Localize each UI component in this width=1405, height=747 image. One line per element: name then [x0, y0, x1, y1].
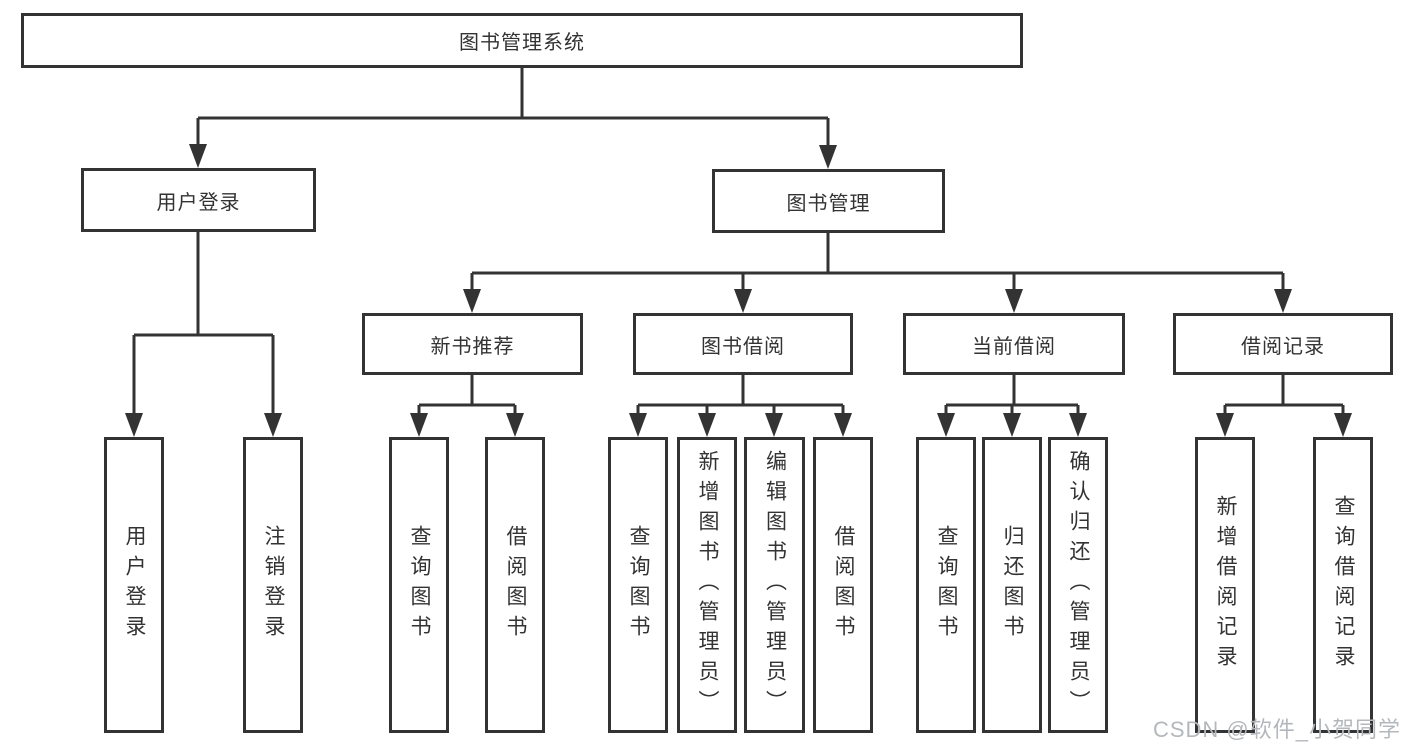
leaf-add-book-admin: 新增图书（管理员） [677, 437, 737, 733]
leaf-label: 注销登录 [262, 525, 285, 645]
leaf-label: 查询图书 [408, 525, 431, 645]
leaf-label: 查询借阅记录 [1332, 495, 1355, 675]
leaf-add-borrow-record: 新增借阅记录 [1195, 437, 1255, 733]
connector-borrow-records-to-leaves [1216, 375, 1352, 437]
leaf-label: 新增借阅记录 [1214, 495, 1237, 675]
leaf-logout: 注销登录 [243, 437, 303, 733]
node-user-login: 用户登录 [81, 168, 316, 232]
leaf-label: 确认归还（管理员） [1067, 450, 1090, 720]
connector-root-to-level2 [189, 68, 837, 169]
node-root-system: 图书管理系统 [21, 13, 1023, 68]
leaf-borrow-book: 借阅图书 [813, 437, 873, 733]
leaf-borrow-books-recommend: 借阅图书 [485, 437, 545, 733]
leaf-label: 归还图书 [1001, 525, 1024, 645]
node-book-management: 图书管理 [712, 169, 945, 233]
leaf-label: 查询图书 [935, 525, 958, 645]
leaf-confirm-return-admin: 确认归还（管理员） [1048, 437, 1108, 733]
leaf-return-book: 归还图书 [982, 437, 1042, 733]
connector-current-borrow-to-leaves [937, 375, 1087, 437]
leaf-label: 借阅图书 [832, 525, 855, 645]
leaf-query-books-current: 查询图书 [916, 437, 976, 733]
leaf-user-login: 用户登录 [104, 437, 164, 733]
node-current-borrow: 当前借阅 [903, 313, 1125, 375]
leaf-label: 编辑图书（管理员） [763, 450, 787, 720]
connector-book-management-to-level3 [463, 233, 1292, 313]
node-new-book-recommend: 新书推荐 [362, 313, 583, 375]
leaf-label: 查询图书 [627, 525, 650, 645]
leaf-query-borrow-record: 查询借阅记录 [1313, 437, 1373, 733]
leaf-label: 借阅图书 [504, 525, 527, 645]
leaf-query-books-borrow: 查询图书 [608, 437, 668, 733]
node-borrow-records: 借阅记录 [1173, 313, 1393, 375]
node-book-borrow: 图书借阅 [633, 313, 853, 375]
leaf-label: 新增图书（管理员） [696, 450, 719, 720]
leaf-edit-book-admin: 编辑图书（管理员） [744, 437, 805, 733]
leaf-query-books-recommend: 查询图书 [389, 437, 449, 733]
connector-book-borrow-to-leaves [629, 375, 852, 437]
connector-new-book-to-leaves [410, 375, 524, 437]
connector-user-login-to-leaves [125, 232, 282, 437]
leaf-label: 用户登录 [123, 525, 146, 645]
csdn-watermark: CSDN @软件_小贺同学 [1152, 717, 1401, 742]
